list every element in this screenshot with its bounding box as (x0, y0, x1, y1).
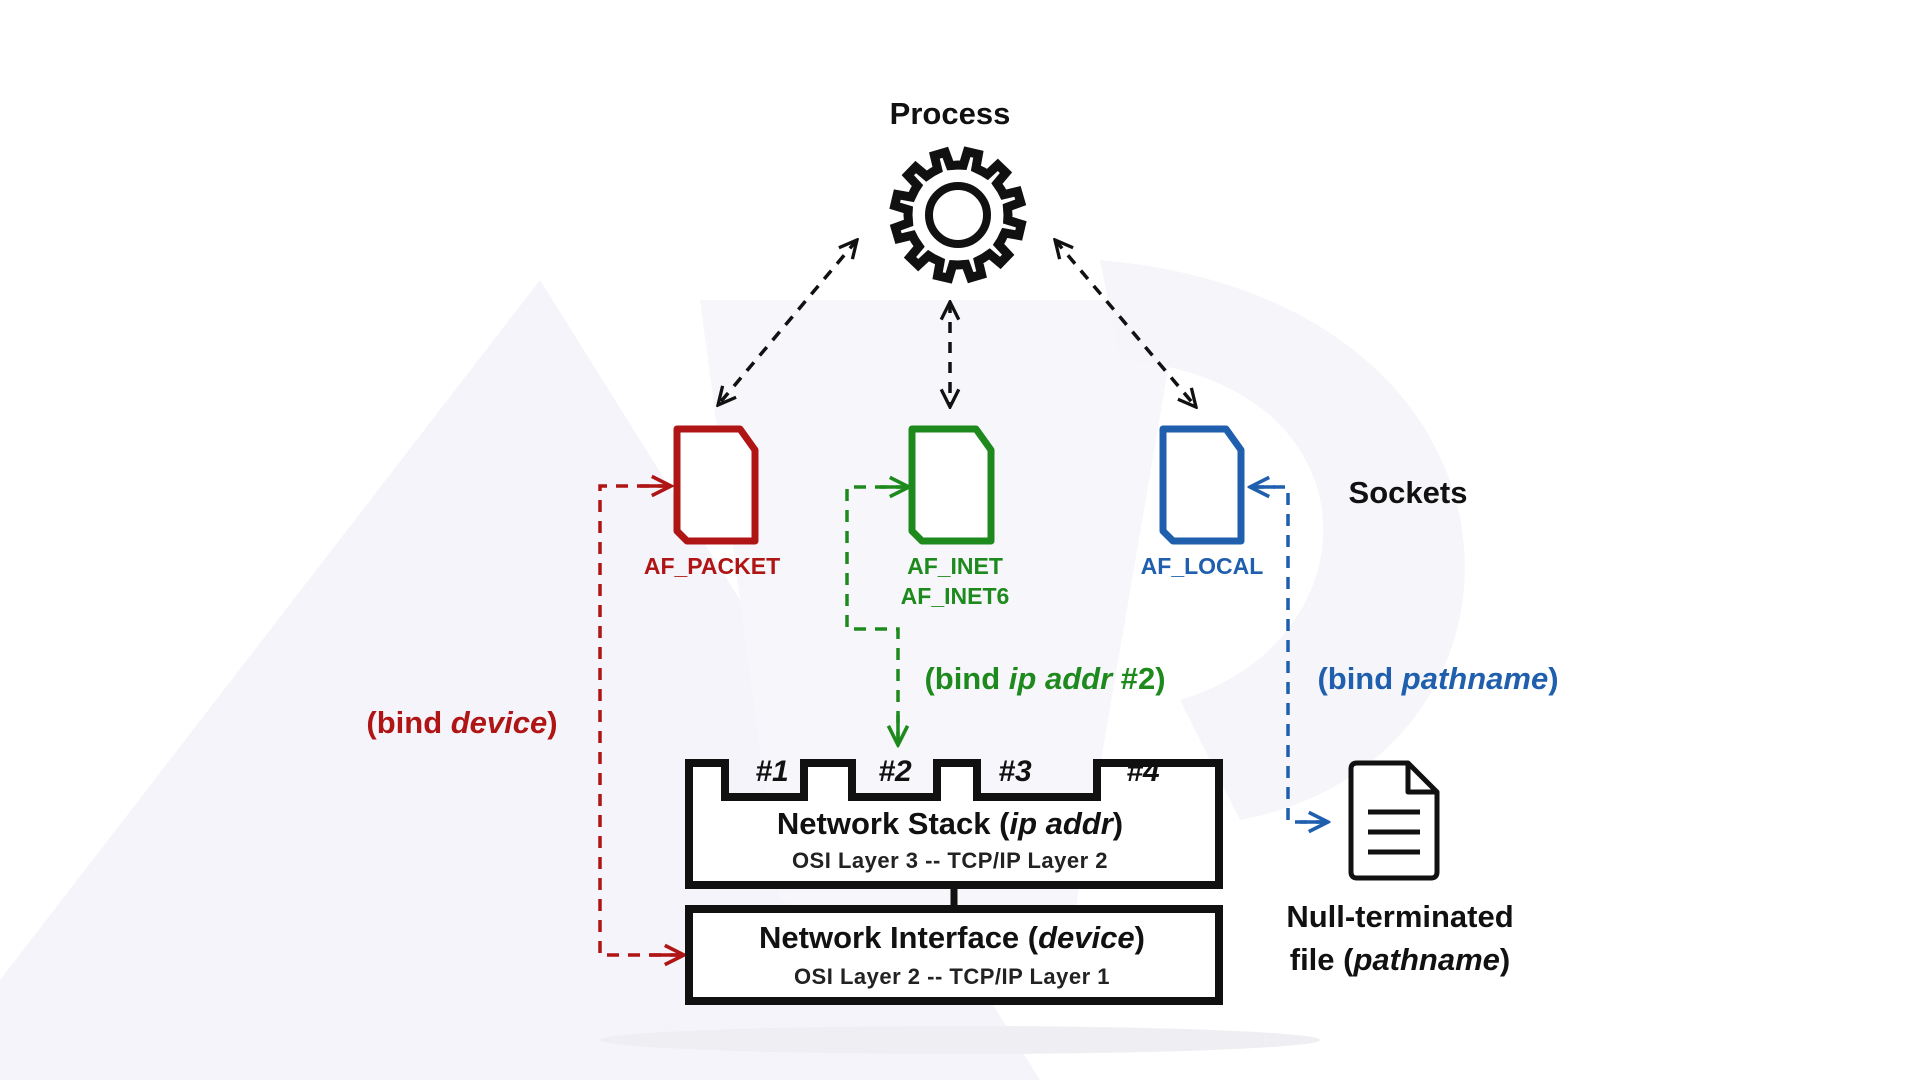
document-icon (1348, 760, 1440, 881)
bind-ip-label: (bind ip addr #2) (924, 661, 1165, 696)
sockets-label: Sockets (1349, 475, 1468, 510)
socket-label-af-local: AF_LOCAL (1141, 553, 1264, 579)
ip-slot-3: #3 (998, 755, 1032, 788)
socket-af-local: AF_LOCAL (1141, 425, 1264, 579)
network-interface-title: Network Interface (device) (759, 920, 1145, 955)
file-label-line1: Null-terminated (1286, 899, 1513, 934)
network-stack-box: #1 #2 #3 #4 Network Stack (ip addr) OSI … (685, 755, 1223, 889)
network-interface-subtitle: OSI Layer 2 -- TCP/IP Layer 1 (794, 964, 1110, 989)
ip-slot-1: #1 (755, 755, 788, 788)
bind-path-label: (bind pathname) (1317, 661, 1558, 696)
bind-device-label: (bind device) (366, 705, 557, 740)
socket-file-icon (673, 425, 759, 545)
socket-label-af-inet6: AF_INET6 (901, 583, 1010, 609)
network-stack-subtitle: OSI Layer 3 -- TCP/IP Layer 2 (792, 848, 1108, 873)
ip-slot-4: #4 (1126, 755, 1160, 788)
socket-label-af-packet: AF_PACKET (644, 553, 780, 579)
process-packet-arrow (718, 240, 857, 405)
socket-af-inet: AF_INET AF_INET6 (901, 425, 1010, 609)
ip-slot-2: #2 (878, 755, 912, 788)
network-stack-title: Network Stack (ip addr) (777, 806, 1123, 841)
socket-file-icon (908, 425, 995, 545)
process-title: Process (890, 96, 1011, 131)
bind-device-connector (598, 484, 682, 957)
socket-file-icon (1159, 425, 1245, 545)
socket-af-packet: AF_PACKET (644, 425, 780, 579)
gear-icon (889, 146, 1027, 284)
file-label-line2: file (pathname) (1290, 942, 1510, 977)
process-local-arrow (1055, 240, 1196, 407)
network-interface-box: Network Interface (device) OSI Layer 2 -… (685, 905, 1223, 1005)
socket-label-af-inet: AF_INET (907, 553, 1003, 579)
